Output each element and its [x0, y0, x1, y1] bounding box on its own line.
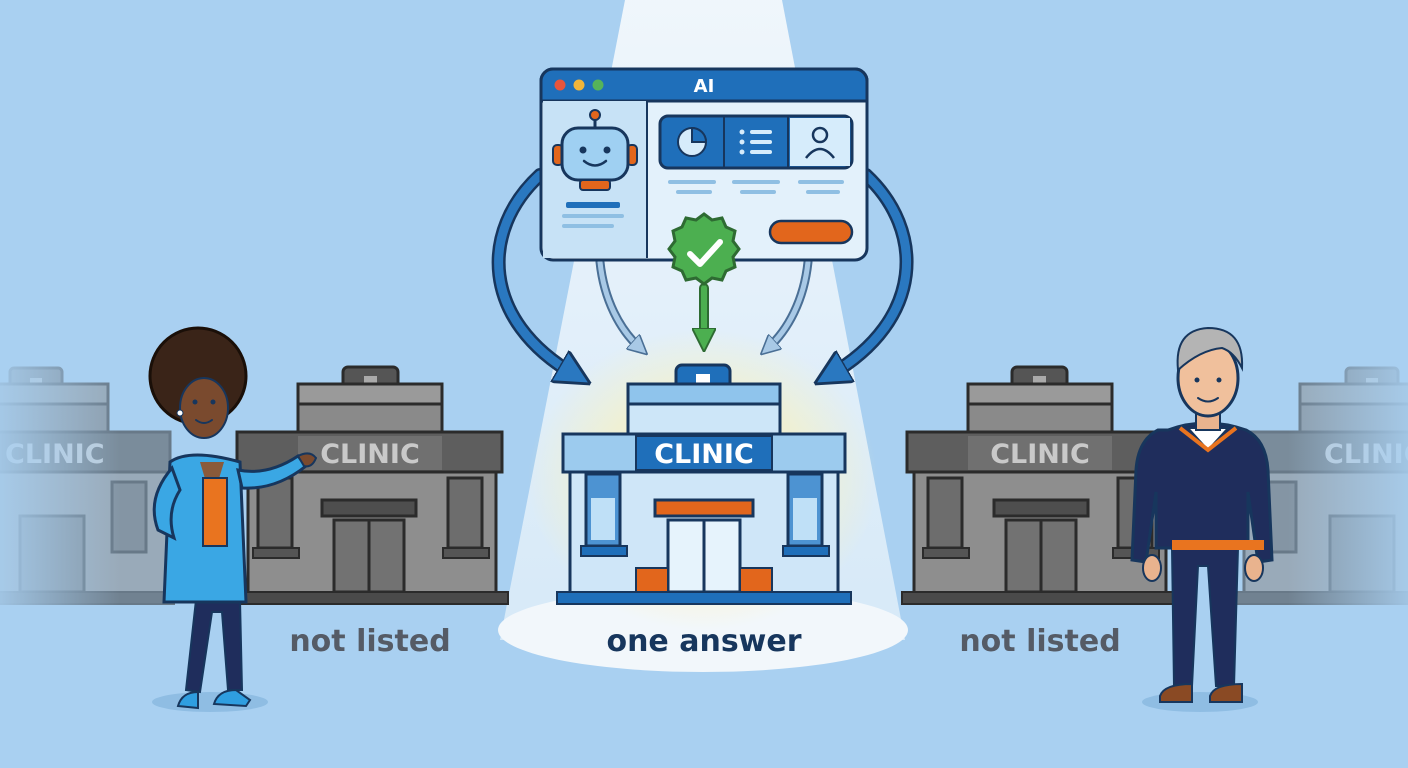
ai-window: AI [539, 67, 869, 262]
man-figure [1130, 326, 1274, 712]
check-badge-icon [667, 212, 741, 286]
clinic-highlighted: CLINIC [556, 363, 852, 605]
list-icon [739, 129, 772, 155]
window-dot-yellow [573, 79, 585, 91]
user-icon [790, 118, 850, 166]
robot-icon [552, 109, 638, 191]
woman-figure [148, 326, 318, 712]
window-dot-red [554, 79, 566, 91]
arrows [491, 168, 914, 375]
label-left: not listed [289, 624, 450, 659]
label-center: one answer [606, 624, 801, 659]
clinic-gray-right-sign: CLINIC [990, 439, 1090, 470]
pie-chart-icon [677, 126, 708, 157]
label-right: not listed [959, 624, 1120, 659]
clinic-gray-left-sign: CLINIC [320, 439, 420, 470]
window-title: AI [694, 76, 715, 97]
window-dot-green [592, 79, 604, 91]
clinic-highlighted-sign: CLINIC [654, 439, 754, 470]
clinic-gray-left: CLINIC [231, 365, 509, 605]
action-pill [768, 219, 854, 245]
clinic-gray-right: CLINIC [901, 365, 1181, 605]
